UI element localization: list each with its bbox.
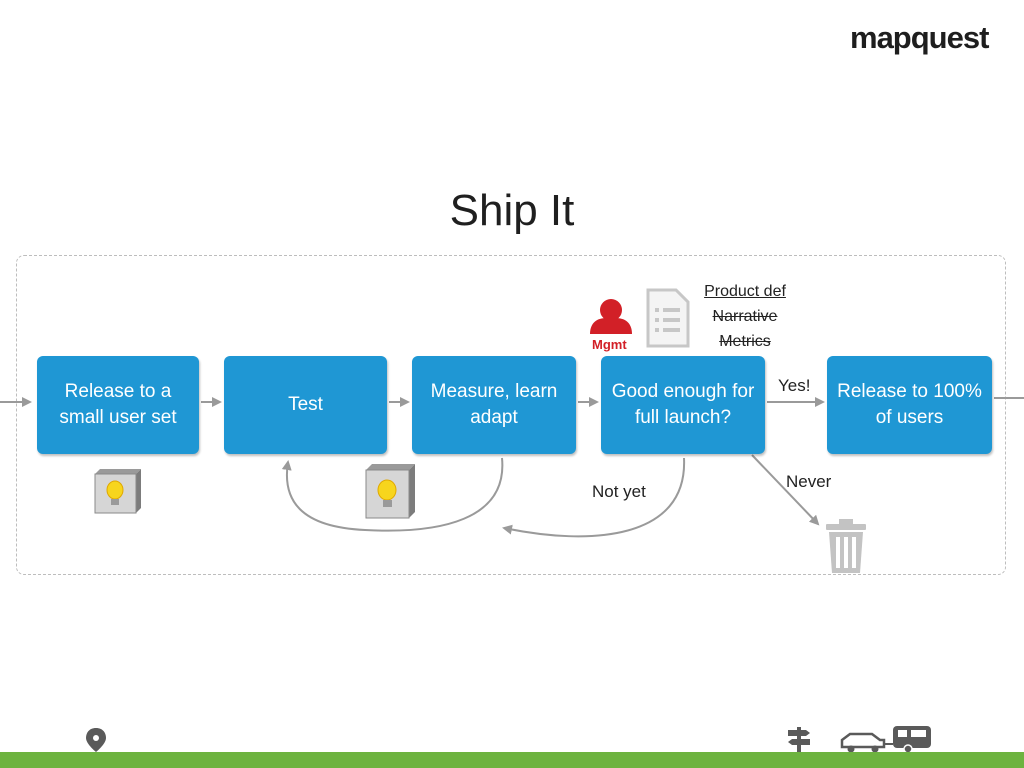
mgmt-label: Mgmt [592,337,627,352]
step-release-all: Release to 100% of users [827,356,992,454]
arrow-not-yet [502,457,686,538]
step-test: Test [224,356,387,454]
arrow-never [751,454,820,526]
note-product-def: Product def [704,283,786,300]
lightbulb-cube-icon [94,469,141,514]
car-icon [840,732,893,753]
document-icon [646,288,690,348]
footer-bar [0,752,1024,768]
step-release-small: Release to a small user set [37,356,199,454]
slide-title: Ship It [449,186,575,235]
lightbulb-cube-icon [365,464,415,519]
map-pin-icon [86,728,106,752]
arrow-loop-measure-to-test [281,457,504,532]
mapquest-logo: mapquest [850,20,989,55]
edge-label-yes: Yes! [778,376,811,395]
edge-label-never: Never [786,472,832,491]
step-decision: Good enough for full launch? [601,356,765,454]
edge-label-not-yet: Not yet [592,482,646,501]
step-measure: Measure, learn adapt [412,356,576,454]
process-frame [16,255,1006,575]
trash-icon [826,519,866,573]
note-metrics: Metrics [719,333,771,350]
camper-icon [893,726,931,754]
doc-notes: Product def Narrative Metrics [690,279,800,354]
signpost-icon [788,727,810,752]
note-narrative: Narrative [712,308,778,325]
person-icon [590,299,632,334]
